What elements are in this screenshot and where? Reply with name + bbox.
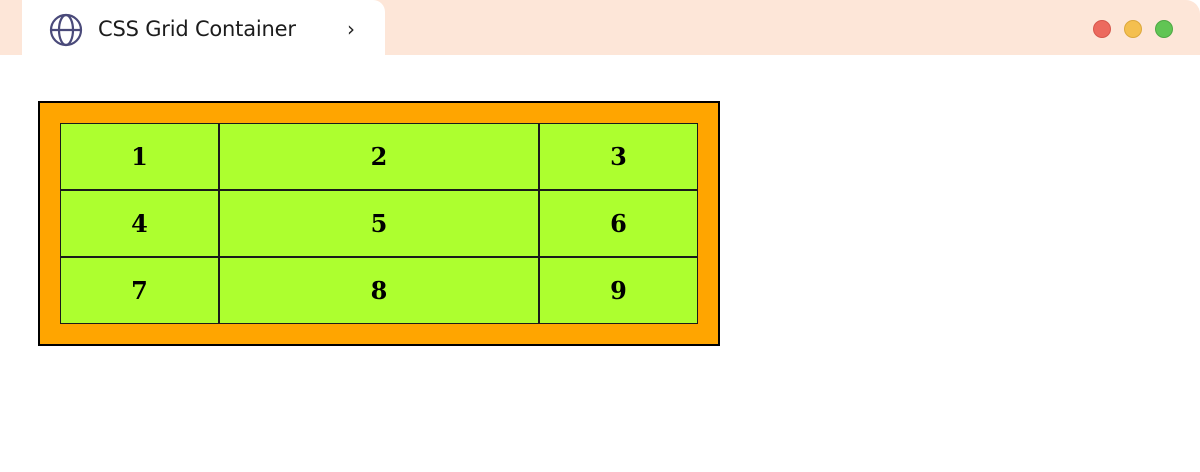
grid-item-2: 2 <box>219 123 539 190</box>
grid-item-7: 7 <box>60 257 219 324</box>
close-window-button[interactable] <box>1093 20 1111 38</box>
globe-icon <box>49 13 83 47</box>
grid-item-9: 9 <box>539 257 698 324</box>
grid-item-6: 6 <box>539 190 698 257</box>
tab-title: CSS Grid Container <box>98 17 296 41</box>
grid-container: 1 2 3 4 5 6 7 8 9 <box>38 101 720 346</box>
grid-item-4: 4 <box>60 190 219 257</box>
browser-tab[interactable]: CSS Grid Container › <box>0 0 385 55</box>
grid: 1 2 3 4 5 6 7 8 9 <box>60 123 700 326</box>
grid-item-8: 8 <box>219 257 539 324</box>
grid-item-3: 3 <box>539 123 698 190</box>
grid-item-1: 1 <box>60 123 219 190</box>
maximize-window-button[interactable] <box>1155 20 1173 38</box>
chevron-right-icon[interactable]: › <box>347 17 355 41</box>
grid-item-5: 5 <box>219 190 539 257</box>
minimize-window-button[interactable] <box>1124 20 1142 38</box>
browser-titlebar: CSS Grid Container › <box>0 0 1200 55</box>
